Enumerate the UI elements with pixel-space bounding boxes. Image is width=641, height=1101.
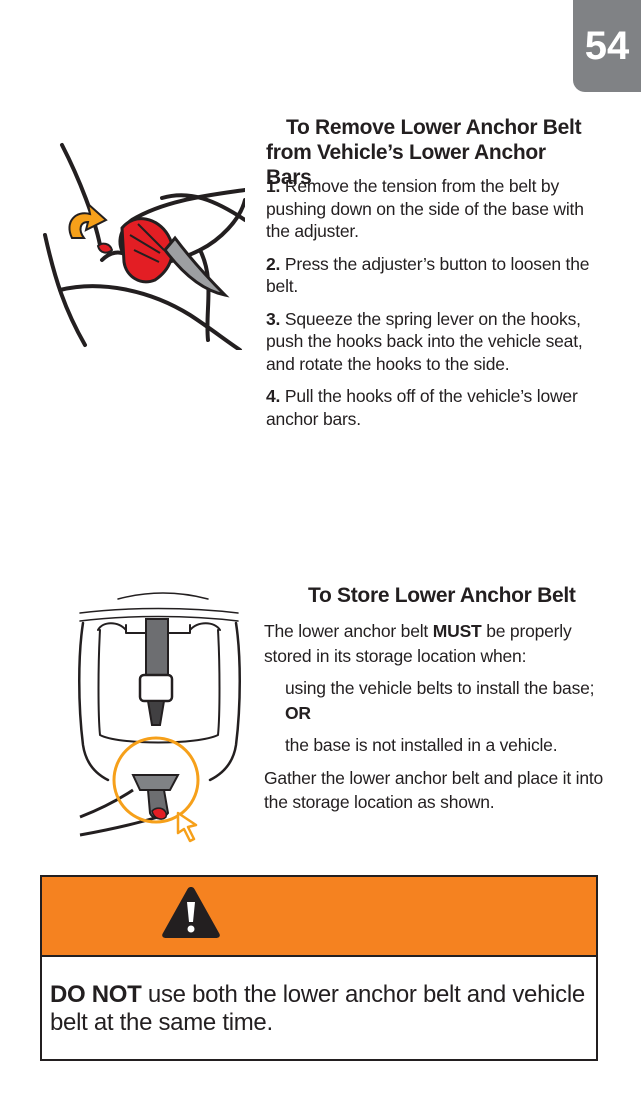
warning-text: DO NOT use both the lower anchor belt an… [50,981,590,1037]
rotate-arrow-icon [68,201,108,239]
remove-title-line1: To Remove Lower Anchor Belt [286,116,582,139]
store-intro: The lower anchor belt MUST be properly s… [264,619,604,668]
step-number: 2. [266,253,281,274]
store-section-title: To Store Lower Anchor Belt [308,584,576,607]
step-text: Remove the tension from the belt by push… [266,176,584,241]
step-text: Squeeze the spring lever on the hooks, p… [266,308,583,374]
pointer-arrow-icon [176,811,198,843]
store-intro-text: The lower anchor belt [264,621,433,641]
store-must: MUST [432,621,482,641]
store-bullet-1-text: using the vehicle belts to install the b… [285,678,595,698]
step-number: 4. [266,386,281,406]
remove-steps-list: 1. Remove the tension from the belt by p… [266,175,596,440]
step-text: Press the adjuster’s button to loosen th… [266,253,590,297]
warning-header [42,877,596,957]
store-closing: Gather the lower anchor belt and place i… [264,767,604,813]
remove-title-line2: from Vehicle’s Lower Anchor Bars [266,141,546,189]
remove-anchor-illustration [43,143,245,350]
store-intro-rest: be properly stored in its storage locati… [264,621,572,666]
store-bullet-1: using the vehicle belts to install the b… [264,676,604,725]
step-2: 2. Press the adjuster’s button to loosen… [266,253,596,298]
step-number: 1. [266,176,281,196]
page-number: 54 [584,23,630,68]
warning-box [40,875,598,1061]
warning-message: use both the lower anchor belt and vehic… [50,981,585,1036]
step-text: Pull the hooks off of the vehicle’s lowe… [266,386,578,429]
store-or: OR [285,702,311,723]
warning-triangle-icon [162,887,220,938]
step-4: 4. Pull the hooks off of the vehicle’s l… [266,385,596,430]
store-bullet-2: the base is not installed in a vehicle. [285,735,558,755]
step-number: 3. [266,308,281,329]
store-anchor-illustration [78,592,241,843]
remove-section-title: To Remove Lower Anchor Belt from Vehicle… [266,115,596,190]
step-1: 1. Remove the tension from the belt by p… [266,175,596,243]
page-number-tab: 54 [573,0,641,92]
step-3: 3. Squeeze the spring lever on the hooks… [266,308,596,376]
warning-do-not: DO NOT [50,981,142,1008]
store-instructions: The lower anchor belt MUST be properly s… [264,619,604,823]
